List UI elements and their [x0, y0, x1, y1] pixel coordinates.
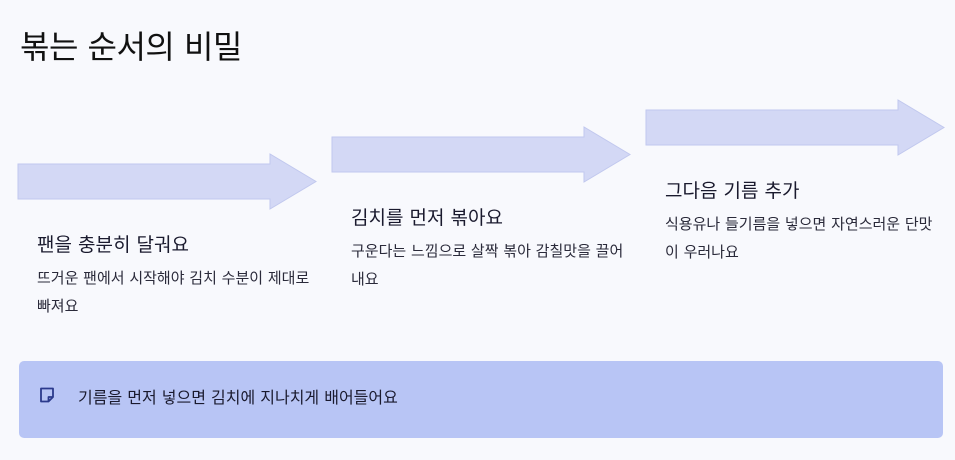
step-2-arrow [331, 126, 631, 183]
tip-callout [19, 361, 943, 438]
step-1-description: 뜨거운 팬에서 시작해야 김치 수분이 제대로 빠져요 [37, 269, 310, 315]
step-3-description: 식용유나 들기름을 넣으면 자연스러운 단맛이 우러나요 [665, 215, 933, 261]
step-1-title: 팬을 충분히 달궈요 [37, 234, 189, 256]
sticky-note-icon [40, 387, 54, 403]
step-3-title: 그다음 기름 추가 [665, 180, 800, 202]
tip-callout-text: 기름을 먼저 넣으면 김치에 지나치게 배어들어요 [78, 388, 398, 407]
step-3-arrow [645, 99, 945, 156]
page-title: 볶는 순서의 비밀 [20, 28, 242, 66]
step-1-arrow [17, 153, 317, 210]
step-2-title: 김치를 먼저 볶아요 [351, 207, 503, 229]
step-2-description: 구운다는 느낌으로 살짝 볶아 감칠맛을 끌어내요 [351, 242, 624, 288]
